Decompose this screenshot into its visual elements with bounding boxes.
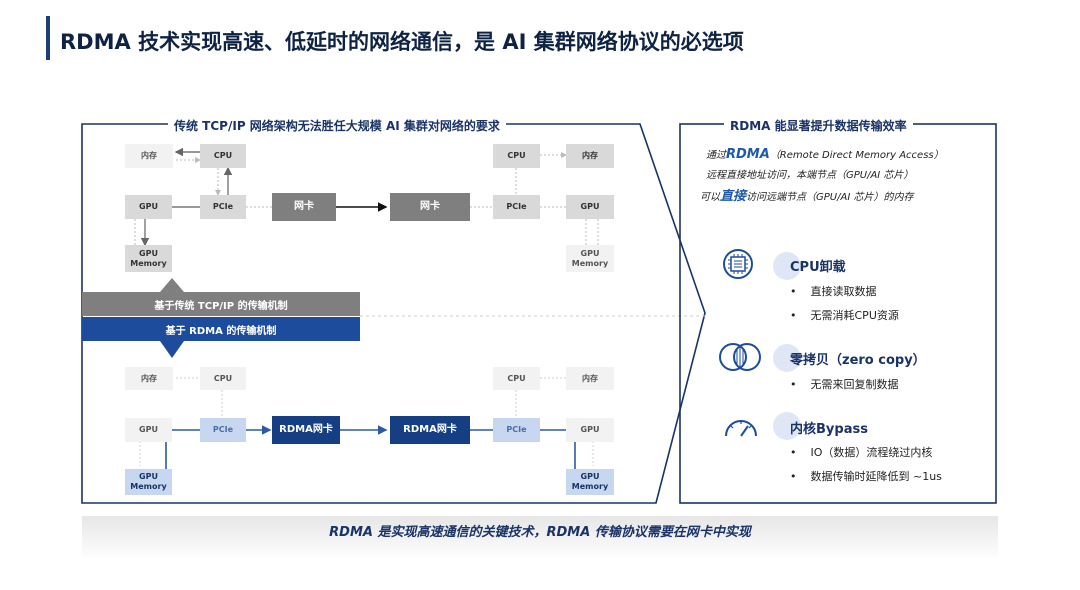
rdma-right-gpu: GPU <box>566 418 614 442</box>
band-rdma: 基于 RDMA 的传输机制 <box>82 317 360 341</box>
rdma-left-cpu: CPU <box>200 367 246 390</box>
right-panel-header: RDMA 能显著提升数据传输效率 <box>724 117 913 134</box>
feature-title-kernel-bypass: 内核Bypass <box>790 422 868 437</box>
tcp-left-gpu: GPU <box>125 195 172 219</box>
tcp-right-gpu-memory: GPU Memory <box>566 245 614 272</box>
tcp-left-cpu: CPU <box>200 144 246 168</box>
tcp-right-nic: 网卡 <box>390 193 470 221</box>
feature-item: 无需消耗CPU资源 <box>790 307 899 323</box>
rdma-right-gpu-memory: GPU Memory <box>566 469 614 495</box>
tcp-left-nic: 网卡 <box>272 193 336 221</box>
rdma-left-gpu: GPU <box>125 418 172 442</box>
feature-item: 数据传输时延降低到 ~1us <box>790 468 942 484</box>
tcp-left-pcie: PCIe <box>200 195 246 219</box>
page-title: RDMA 技术实现高速、低延时的网络通信，是 AI 集群网络协议的必选项 <box>60 30 744 54</box>
left-panel-header: 传统 TCP/IP 网络架构无法胜任大规模 AI 集群对网络的要求 <box>168 117 506 134</box>
intro-line-3: 可以直接访问远端节点（GPU/AI 芯片）的内存 <box>700 189 914 204</box>
feature-item: 直接读取数据 <box>790 283 877 299</box>
feature-item: IO（数据）流程绕过内核 <box>790 444 933 460</box>
gauge-icon <box>725 420 757 437</box>
intro-line-2: 远程直接地址访问，本端节点（GPU/AI 芯片） <box>706 170 914 181</box>
rdma-left-gpu-memory: GPU Memory <box>125 469 172 495</box>
bottom-banner <box>82 516 998 560</box>
feature-marker-circle <box>773 252 801 280</box>
overlap-circles-icon <box>719 343 761 371</box>
intro-line-1: 通过RDMA（Remote Direct Memory Access） <box>706 147 944 162</box>
title-accent-bar <box>46 16 50 60</box>
feature-marker-circle <box>773 412 801 440</box>
tcp-right-cpu: CPU <box>493 144 540 168</box>
tcp-right-pcie: PCIe <box>493 195 540 219</box>
tcp-right-gpu: GPU <box>566 195 614 219</box>
bottom-takeaway: RDMA 是实现高速通信的关键技术，RDMA 传输协议需要在网卡中实现 <box>329 525 751 540</box>
rdma-right-memory: 内存 <box>566 367 614 390</box>
tcp-left-gpu-memory: GPU Memory <box>125 245 172 272</box>
rdma-left-nic: RDMA网卡 <box>272 416 340 444</box>
rdma-left-memory: 内存 <box>125 367 173 390</box>
tcp-right-memory: 内存 <box>566 144 614 168</box>
rdma-right-pcie: PCIe <box>493 418 540 442</box>
rdma-right-cpu: CPU <box>493 367 540 390</box>
chip-icon <box>723 249 753 279</box>
rdma-left-pcie: PCIe <box>200 418 246 442</box>
feature-item: 无需来回复制数据 <box>790 376 899 392</box>
band-tcp: 基于传统 TCP/IP 的传输机制 <box>82 292 360 316</box>
rdma-right-nic: RDMA网卡 <box>390 416 470 444</box>
tcp-left-memory: 内存 <box>125 144 173 168</box>
feature-title-cpu-offload: CPU卸载 <box>790 260 846 275</box>
feature-marker-circle <box>773 344 801 372</box>
feature-title-zero-copy: 零拷贝（zero copy） <box>790 353 926 368</box>
